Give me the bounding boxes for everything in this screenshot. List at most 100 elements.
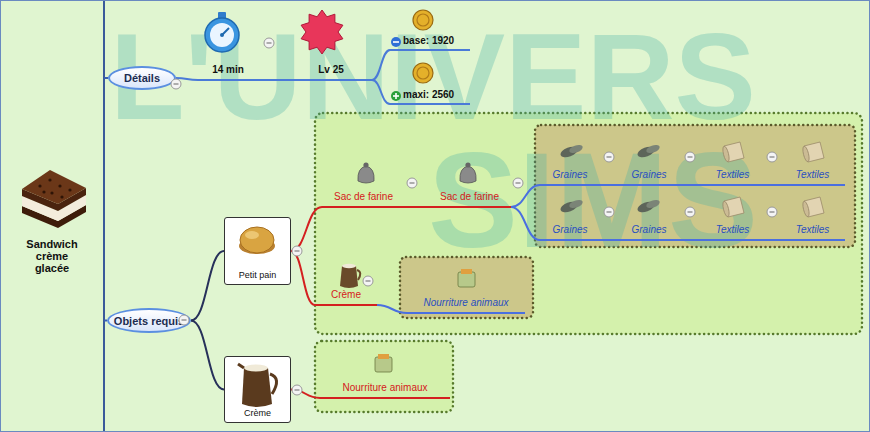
branch-connector	[765, 184, 780, 186]
section-oval: Détails	[108, 66, 176, 90]
branch-connector	[765, 239, 780, 241]
ingredient-item: Nourriture animaux	[320, 350, 450, 399]
node-label: Textiles	[796, 224, 830, 236]
collapse-button	[770, 212, 775, 213]
raw-material-item: Graines	[618, 195, 680, 241]
textile-icon	[804, 142, 824, 162]
ingredient-item: Crème	[315, 260, 377, 306]
animal-feed-icon	[375, 269, 475, 372]
sandwich-icon	[22, 195, 86, 221]
node-label: Textiles	[716, 169, 750, 181]
node-label: Crème	[331, 289, 361, 301]
detail-item: 14 min	[198, 10, 258, 81]
ingredient-item: Sac de farine	[322, 158, 405, 208]
watermark-text: L'UNIVERS	[110, 16, 756, 138]
sandwich-icon	[68, 188, 71, 191]
sandwich-icon	[22, 205, 86, 228]
price-item: maxi: 2560	[390, 62, 470, 105]
collapse-button	[295, 251, 300, 252]
branch-connector	[405, 206, 428, 208]
group-frame	[315, 113, 862, 334]
node-label: Graines	[552, 169, 587, 181]
branch-connector	[191, 251, 224, 321]
raw-material-item: Textiles	[700, 140, 765, 186]
ingredient-item: Sac de farine	[428, 158, 511, 208]
branch-connector	[258, 79, 290, 81]
node-label: Lv 25	[318, 64, 344, 76]
node-label: Textiles	[716, 224, 750, 236]
section-oval: Objets requis	[107, 308, 191, 333]
branch-connector	[600, 239, 618, 241]
sandwich-icon	[22, 170, 86, 204]
collapse-button	[366, 281, 371, 282]
cream-jug-icon	[340, 266, 358, 288]
recipe-box: Petit pain	[224, 217, 291, 285]
textile-icon	[802, 201, 811, 218]
branch-connector	[191, 321, 224, 390]
recipe-title: Sandwich crème glacée	[0, 0, 104, 432]
sandwich-icon	[42, 190, 45, 193]
node-label: Textiles	[796, 169, 830, 181]
sandwich-icon	[38, 184, 41, 187]
node-label: Crème	[244, 407, 271, 419]
node-label: Nourriture animaux	[342, 382, 427, 394]
node-label: Petit pain	[239, 269, 277, 281]
branch-connector	[377, 305, 407, 313]
panel-divider	[103, 0, 105, 432]
collapse-button	[770, 157, 775, 158]
branch-connector	[291, 251, 315, 305]
node-label: Graines	[552, 224, 587, 236]
node-label: Détails	[124, 72, 160, 84]
animal-feed-icon	[378, 354, 389, 359]
animal-feed-icon	[461, 269, 472, 274]
cream-jug-icon	[342, 264, 356, 268]
sandwich-icon	[22, 188, 86, 211]
price-item: base: 1920	[390, 8, 470, 51]
animal-feed-icon	[458, 272, 475, 287]
sandwich-icon	[58, 184, 61, 187]
sandwich-icon	[22, 170, 86, 228]
branch-connector	[680, 239, 700, 241]
collapse-button	[295, 390, 300, 391]
flour-sack-icon	[363, 162, 368, 167]
collapse-button	[292, 385, 302, 395]
node-label: Graines	[631, 224, 666, 236]
node-label: 14 min	[212, 64, 244, 76]
raw-material-item: Textiles	[780, 140, 845, 186]
node-label: Objets requis	[114, 315, 184, 327]
node-label: Sac de farine	[334, 191, 393, 203]
textile-icon	[804, 197, 824, 217]
node-label: Sac de farine	[440, 191, 499, 203]
collapse-button	[767, 152, 777, 162]
group-frame	[315, 113, 862, 412]
recipe-box: Crème	[224, 356, 291, 423]
node-label: Nourriture animaux	[423, 297, 508, 309]
raw-material-item: Nourriture animaux	[407, 266, 525, 314]
detail-item: Lv 25	[290, 10, 372, 81]
sandwich-icon	[50, 191, 53, 194]
raw-material-item: Graines	[618, 140, 680, 186]
branch-connector	[680, 184, 700, 186]
branch-connector	[600, 184, 618, 186]
animal-feed-icon	[375, 357, 392, 372]
textile-icon	[802, 146, 811, 163]
flour-sack-icon	[358, 166, 374, 183]
collapse-button	[407, 178, 417, 188]
sandwich-icon	[60, 195, 63, 198]
raw-material-item: Graines	[540, 195, 600, 241]
branch-connector	[291, 390, 320, 399]
node-label: maxi: 2560	[403, 89, 454, 101]
raw-material-item: Textiles	[700, 195, 765, 241]
cream-jug-icon	[357, 270, 360, 280]
raw-material-item: Graines	[540, 140, 600, 186]
node-label: base: 1920	[403, 35, 454, 47]
collapse-button	[292, 246, 302, 256]
sandwich-icon	[48, 178, 51, 181]
raw-material-item: Textiles	[780, 195, 845, 241]
node-label: Sandwich crème glacée	[23, 238, 81, 274]
collapse-button	[767, 207, 777, 217]
